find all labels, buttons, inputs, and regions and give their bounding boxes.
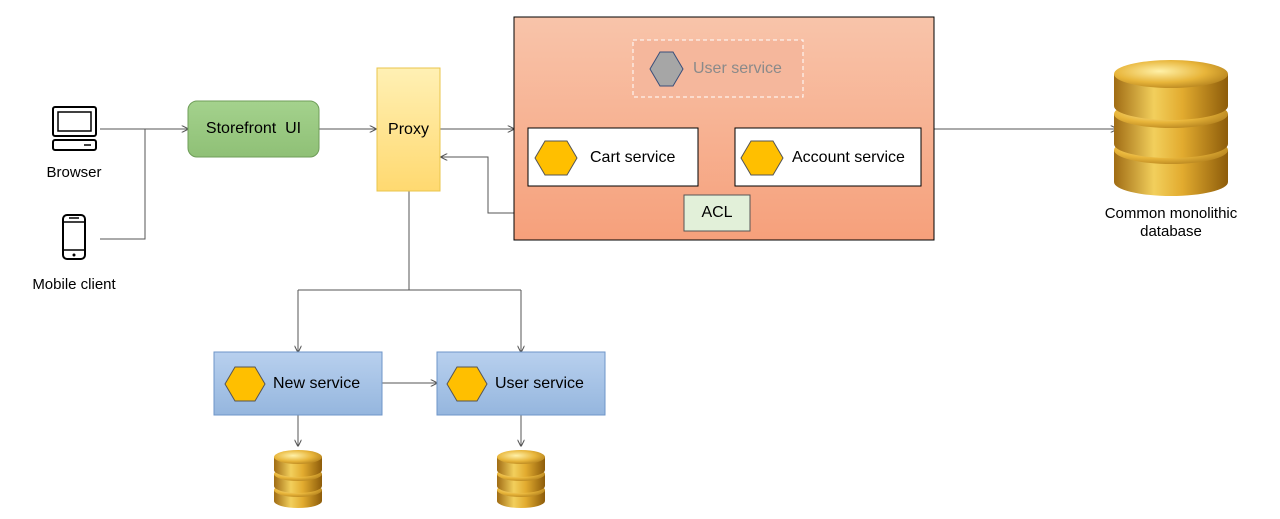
account-hexagon-icon bbox=[740, 140, 784, 176]
proxy-box[interactable] bbox=[376, 67, 441, 192]
browser-icon bbox=[52, 106, 97, 151]
grey-hexagon-icon bbox=[649, 51, 684, 87]
common-database-icon bbox=[1114, 60, 1228, 196]
monolith-user-service-label: User service bbox=[693, 60, 782, 77]
mobile-phone-icon bbox=[62, 214, 86, 260]
monolith-user-service-box[interactable] bbox=[632, 39, 804, 98]
user-service-database-icon bbox=[497, 450, 545, 508]
acl-label: ACL bbox=[701, 204, 733, 221]
new-service-label: New service bbox=[273, 375, 361, 392]
database-label-line2: database bbox=[1140, 223, 1202, 240]
cart-hexagon-icon bbox=[534, 140, 578, 176]
acl-box[interactable] bbox=[683, 194, 751, 232]
user-service-hexagon-icon bbox=[446, 366, 488, 402]
new-service-hexagon-icon bbox=[224, 366, 266, 402]
connectors bbox=[100, 71, 1117, 446]
user-service-label: User service bbox=[495, 375, 584, 392]
new-service-database-icon bbox=[274, 450, 322, 508]
mobile-client-label: Mobile client bbox=[32, 276, 116, 293]
storefront-ui-label: Storefront UI bbox=[205, 120, 302, 137]
account-service-label: Account service bbox=[792, 149, 905, 166]
database-label-line1: Common monolithic bbox=[1104, 205, 1238, 222]
connector-mobile-storefront bbox=[100, 129, 146, 240]
proxy-label: Proxy bbox=[388, 121, 429, 138]
cart-service-label: Cart service bbox=[590, 149, 676, 166]
browser-label: Browser bbox=[46, 164, 102, 181]
storefront-ui-box[interactable] bbox=[187, 100, 320, 158]
